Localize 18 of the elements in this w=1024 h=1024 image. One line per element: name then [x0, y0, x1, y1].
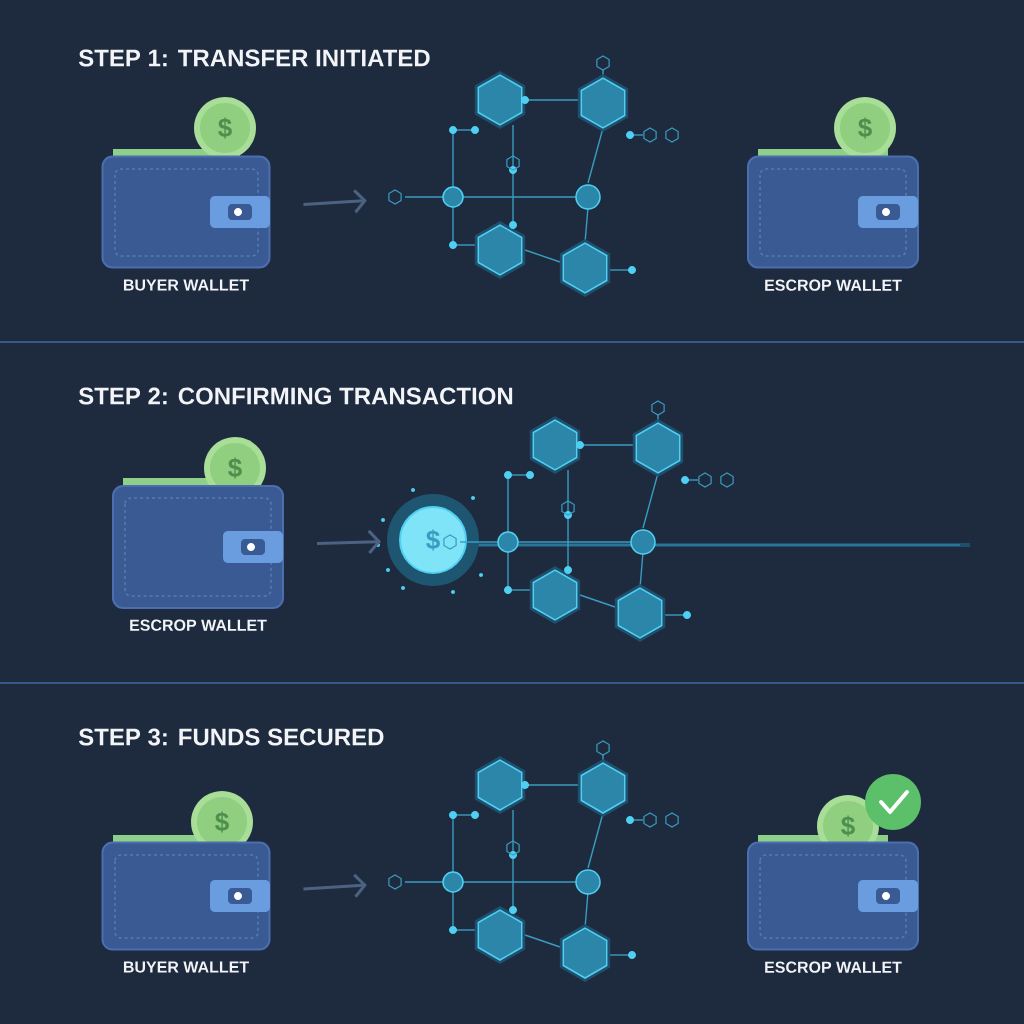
- step-heading: STEP 2: CONFIRMING TRANSACTION: [78, 387, 513, 405]
- arrow: [316, 529, 382, 554]
- dollar-sign: $: [218, 117, 232, 139]
- dollar-sign: $: [228, 457, 242, 479]
- dollar-sign: $: [215, 811, 229, 833]
- wallet-label: ESCROP WALLET: [130, 619, 267, 631]
- arrow: [303, 189, 367, 214]
- dollar-sign: $: [841, 815, 855, 837]
- wallet-label: ESCROP WALLET: [765, 279, 902, 291]
- dollar-sign: $: [858, 117, 872, 139]
- wallet-label: ESCROP WALLET: [765, 961, 902, 973]
- wallet-label: BUYER WALLET: [123, 961, 249, 973]
- glowing-coin: $: [376, 488, 483, 594]
- step-heading: STEP 3: FUNDS SECURED: [78, 728, 384, 746]
- arrow: [303, 873, 367, 898]
- blockchain-network-drawing: [388, 740, 679, 983]
- step-heading: STEP 1: TRANSFER INITIATED: [78, 49, 430, 67]
- wallet-label: BUYER WALLET: [123, 279, 249, 291]
